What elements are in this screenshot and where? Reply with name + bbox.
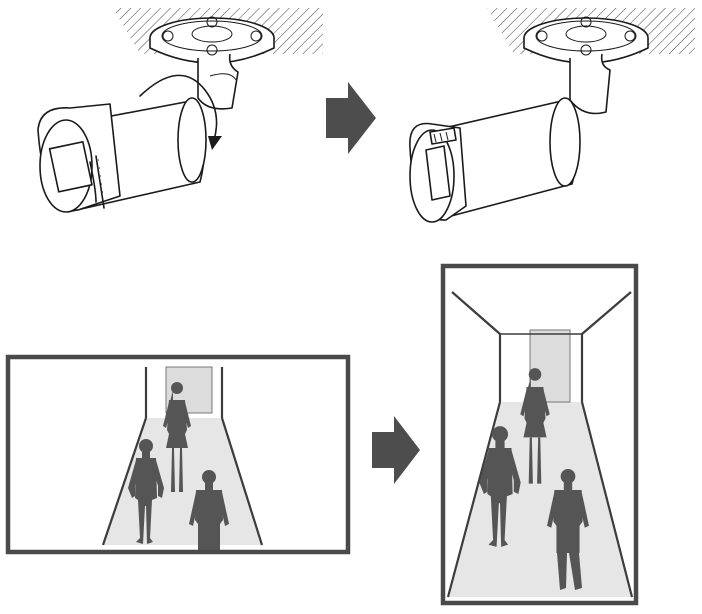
camera-rotated: [409, 8, 695, 223]
rotation-arrow-icon: [208, 136, 222, 150]
right-arrow-icon: [326, 82, 376, 154]
right-arrow-icon: [372, 416, 420, 484]
view-portrait: [440, 263, 639, 606]
view-landscape: [5, 354, 351, 555]
camera-horizontal: [37, 8, 323, 213]
